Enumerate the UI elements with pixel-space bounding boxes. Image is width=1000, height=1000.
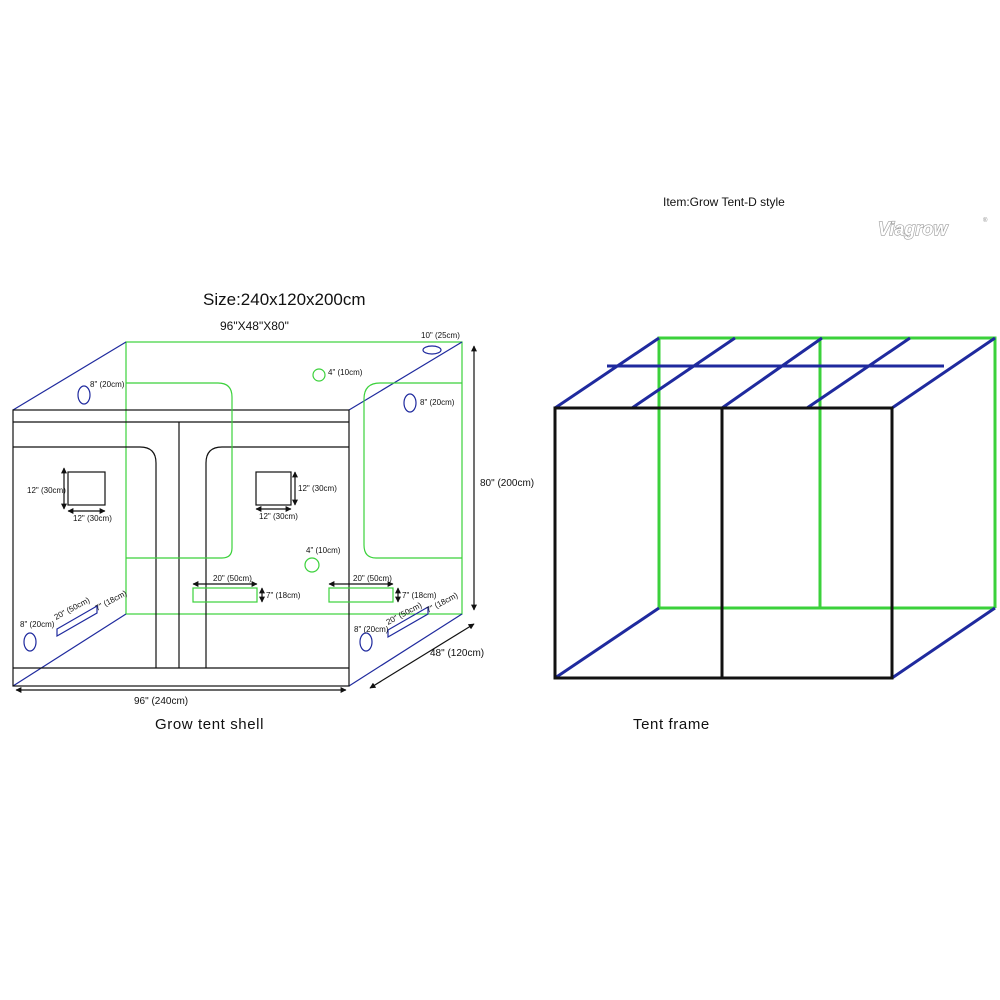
shell-back-panel (125, 341, 463, 615)
window-left (67, 471, 106, 506)
dim-vent-side-h-left: 7" (18cm) (94, 589, 129, 613)
dim-window-w-right: 12" (30cm) (259, 512, 298, 521)
shell-size-title: Size:240x120x200cm (203, 290, 366, 309)
dim-port-top-10: 10" (25cm) (421, 331, 460, 340)
dim-width: 96" (240cm) (134, 696, 188, 707)
frame-caption: Tent frame (633, 716, 710, 733)
port-back-4 (304, 557, 320, 573)
dim-port-left-8: 8" (20cm) (90, 380, 125, 389)
vent-back-left (192, 587, 258, 603)
dim-window-h-left: 12" (30cm) (27, 486, 66, 495)
shell-inner-openings (126, 382, 462, 559)
port-left-8 (77, 385, 91, 405)
dim-vent-back-w-left: 20" (50cm) (213, 574, 252, 583)
logo-text: Viagrow (878, 219, 948, 239)
dim-window-h-right: 12" (30cm) (298, 484, 337, 493)
port-bottom-right-8 (359, 632, 373, 652)
port-top-4 (312, 368, 326, 382)
dim-port-right-8: 8" (20cm) (420, 398, 455, 407)
dim-vent-back-h-right: 7" (18cm) (402, 591, 437, 600)
tent-frame: Tent frame (553, 336, 997, 733)
dim-window-w-left: 12" (30cm) (73, 514, 112, 523)
logo-registered-mark: ® (983, 217, 988, 224)
frame-depth-edges (554, 336, 996, 680)
dim-height: 80" (200cm) (480, 478, 534, 489)
vent-back-right (328, 587, 394, 603)
vent-side-left (56, 604, 98, 638)
port-top-10 (422, 345, 442, 355)
port-right-8 (403, 393, 417, 413)
item-label: Item:Grow Tent-D style (663, 195, 785, 209)
dimension-arrows (15, 345, 477, 693)
dim-port-top-4: 4" (10cm) (328, 368, 363, 377)
shell-size-inches: 96"X48"X80" (220, 319, 289, 333)
shell-front-panel (12, 409, 350, 687)
dim-vent-side-w-left: 20" (50cm) (53, 595, 92, 621)
viagrow-logo: Viagrow ® (877, 217, 988, 240)
shell-caption: Grow tent shell (155, 716, 264, 733)
dim-port-bottom-left-8: 8" (20cm) (20, 620, 55, 629)
frame-back-edges (657, 336, 997, 610)
dim-port-back-4: 4" (10cm) (306, 546, 341, 555)
grow-tent-shell: Size:240x120x200cm 96"X48"X80" (12, 290, 534, 733)
dim-vent-back-h-left: 7" (18cm) (266, 591, 301, 600)
window-right (255, 471, 292, 506)
dim-vent-back-w-right: 20" (50cm) (353, 574, 392, 583)
dim-depth: 48" (120cm) (430, 648, 484, 659)
port-bottom-left-8 (23, 632, 37, 652)
frame-front-edges (553, 406, 894, 680)
dim-port-bottom-right-8: 8" (20cm) (354, 625, 389, 634)
